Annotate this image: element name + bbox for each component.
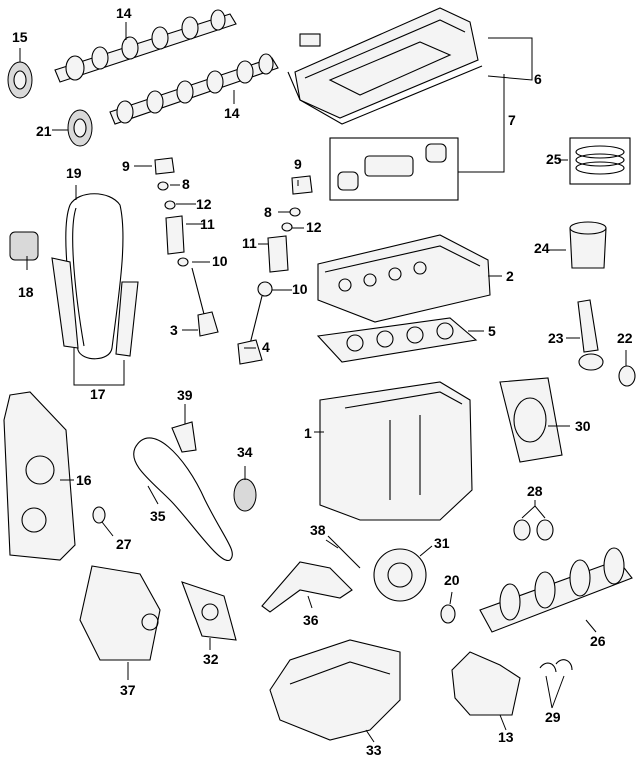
callout-10a: 10 [212, 253, 228, 269]
callout-11b: 11 [242, 235, 257, 251]
piston-24 [569, 221, 607, 269]
callout-8a: 8 [182, 176, 190, 192]
front-cover [3, 391, 76, 561]
dipstick-tube-36 [261, 561, 353, 613]
callout-17: 17 [90, 386, 106, 402]
oring-38 [327, 535, 361, 569]
callout-23: 23 [548, 330, 564, 346]
callout-14b: 14 [224, 105, 240, 121]
callout-31: 31 [434, 535, 450, 551]
valve-train-right [237, 175, 313, 365]
callout-33: 33 [366, 742, 382, 757]
piston-rings [569, 137, 631, 185]
cover-gasket-set [329, 137, 459, 201]
callout-10b: 10 [292, 281, 308, 297]
callout-36: 36 [303, 612, 319, 628]
callout-5: 5 [488, 323, 496, 339]
crankshaft [479, 547, 633, 633]
callout-9a: 9 [122, 158, 130, 174]
callout-39: 39 [177, 387, 193, 403]
callout-29: 29 [545, 709, 561, 725]
seal-27 [92, 506, 106, 524]
callout-34: 34 [237, 444, 253, 460]
oil-pump-37 [79, 565, 161, 661]
callout-18: 18 [18, 284, 34, 300]
callout-20: 20 [444, 572, 460, 588]
bolt-20 [440, 604, 456, 624]
callout-32: 32 [203, 651, 219, 667]
engine-block [319, 381, 473, 521]
callout-38: 38 [310, 522, 326, 538]
rod-bearing-22 [618, 365, 636, 387]
callout-35: 35 [150, 508, 166, 524]
oil-pump-sprocket [233, 478, 257, 512]
rear-seal-housing [499, 377, 563, 463]
gasket-32 [181, 581, 237, 641]
valve-train-left [154, 157, 219, 337]
leader-lines [19, 22, 627, 743]
callout-25: 25 [546, 151, 562, 167]
callout-27: 27 [116, 536, 132, 552]
callout-12a: 12 [196, 196, 212, 212]
callout-8b: 8 [264, 204, 272, 220]
callout-3: 3 [170, 322, 178, 338]
callout-11a: 11 [200, 216, 215, 232]
main-bearings-28 [513, 519, 554, 541]
cylinder-head [317, 234, 491, 323]
mount-bracket-13 [451, 651, 521, 716]
callout-9b: 9 [294, 156, 302, 172]
camshaft-intake [109, 53, 279, 125]
callout-26: 26 [590, 633, 606, 649]
vct-sprocket-21 [67, 109, 93, 147]
connecting-rod-23 [577, 299, 604, 371]
callout-19: 19 [66, 165, 82, 181]
callout-1: 1 [304, 425, 312, 441]
callout-28: 28 [527, 483, 543, 499]
callout-22: 22 [617, 330, 633, 346]
oil-pump-chain [133, 437, 233, 561]
vct-sprocket-15 [7, 61, 33, 99]
callout-30: 30 [575, 418, 591, 434]
callout-4: 4 [262, 339, 270, 355]
crank-pulley [373, 548, 427, 602]
callout-37: 37 [120, 682, 136, 698]
camshaft-exhaust [54, 9, 237, 83]
callout-21: 21 [36, 123, 52, 139]
head-gasket [316, 317, 478, 363]
callout-12b: 12 [306, 219, 322, 235]
callout-15: 15 [12, 29, 28, 45]
oil-pan [269, 639, 401, 741]
callout-14a: 14 [116, 5, 132, 21]
callout-2: 2 [506, 268, 514, 284]
valve-cover [287, 7, 483, 125]
chain-guides [51, 257, 139, 357]
tensioner-18 [9, 231, 39, 261]
balance-guide-39 [171, 421, 197, 453]
callout-7: 7 [508, 112, 516, 128]
callout-13: 13 [498, 729, 514, 745]
thrust-washers-29 [539, 659, 573, 673]
callout-16: 16 [76, 472, 92, 488]
callout-6: 6 [534, 71, 542, 87]
callout-labels: 1 2 3 4 5 6 7 8 8 9 9 10 10 11 11 12 12 … [12, 5, 633, 757]
callout-24: 24 [534, 240, 550, 256]
